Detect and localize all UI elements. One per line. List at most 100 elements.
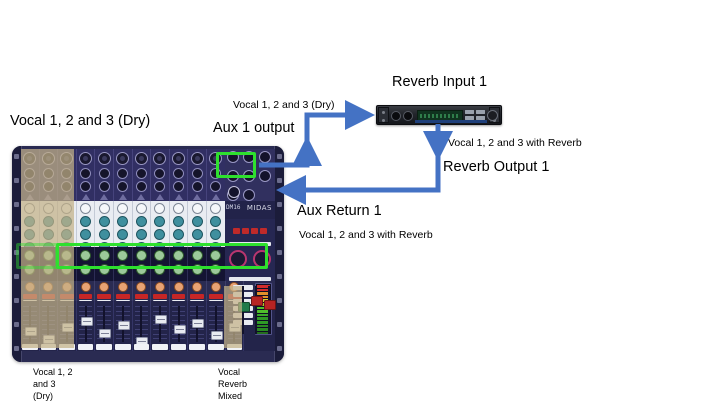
eq-low-knob[interactable] (154, 229, 166, 240)
eq-high-knob[interactable] (80, 203, 92, 214)
insert-jack[interactable] (154, 181, 166, 192)
line-input-jack[interactable] (80, 167, 92, 179)
insert-jack[interactable] (98, 181, 110, 192)
aux-send-2-knob[interactable] (135, 264, 147, 275)
mute-button[interactable] (208, 293, 223, 299)
eq-mid-knob[interactable] (135, 216, 147, 227)
aux-send-1-knob[interactable] (80, 250, 92, 261)
pan-knob[interactable] (173, 282, 184, 292)
xlr-input-jack[interactable] (134, 152, 148, 165)
eq-low-knob[interactable] (117, 229, 129, 240)
channel-fader-handle[interactable] (210, 331, 223, 340)
mixing-console[interactable]: DM16 MIDAS (12, 146, 284, 362)
xlr-input-jack[interactable] (153, 152, 167, 165)
eq-high-knob[interactable] (117, 203, 129, 214)
line-input-jack[interactable] (210, 167, 222, 179)
mute-button[interactable] (115, 293, 130, 299)
eq-high-knob[interactable] (98, 203, 110, 214)
eq-low-knob[interactable] (135, 229, 147, 240)
line-input-jack[interactable] (154, 167, 166, 179)
pan-knob[interactable] (210, 282, 221, 292)
eq-mid-knob[interactable] (173, 216, 185, 227)
master-phones-jack[interactable] (228, 186, 240, 198)
master-jack[interactable] (259, 151, 271, 163)
eq-high-knob[interactable] (135, 203, 147, 214)
insert-jack[interactable] (191, 181, 203, 192)
rack-reverb-processor[interactable] (376, 105, 502, 125)
aux-send-2-knob[interactable] (154, 264, 166, 275)
eq-low-knob[interactable] (191, 229, 203, 240)
insert-jack[interactable] (210, 181, 222, 192)
eq-high-knob[interactable] (191, 203, 203, 214)
mute-button[interactable] (97, 293, 111, 299)
insert-jack[interactable] (117, 181, 129, 192)
eq-low-knob[interactable] (98, 229, 110, 240)
aux-send-2-knob[interactable] (98, 264, 110, 275)
xlr-input-jack[interactable] (190, 152, 204, 165)
line-input-jack[interactable] (191, 167, 203, 179)
line-input-jack[interactable] (135, 167, 147, 179)
rack-encoder-knob[interactable] (487, 110, 498, 121)
aux-send-2-knob[interactable] (210, 264, 222, 275)
line-input-jack[interactable] (173, 167, 185, 179)
eq-mid-knob[interactable] (210, 216, 222, 227)
insert-jack[interactable] (80, 181, 92, 192)
xlr-input-jack[interactable] (172, 152, 186, 165)
master-jack[interactable] (243, 189, 255, 201)
eq-mid-knob[interactable] (80, 216, 92, 227)
eq-high-knob[interactable] (173, 203, 185, 214)
eq-mid-knob[interactable] (191, 216, 203, 227)
rack-button-4[interactable] (476, 116, 485, 120)
insert-jack[interactable] (173, 181, 185, 192)
aux-send-1-knob[interactable] (117, 250, 129, 261)
channel-fader-handle[interactable] (154, 315, 167, 324)
channel-fader-handle[interactable] (192, 319, 205, 328)
eq-low-knob[interactable] (80, 229, 92, 240)
xlr-input-jack[interactable] (97, 152, 111, 165)
aux-send-1-knob[interactable] (135, 250, 147, 261)
mute-button[interactable] (78, 293, 93, 299)
mute-button[interactable] (171, 293, 186, 299)
aux-send-1-knob[interactable] (210, 250, 222, 261)
aux-send-2-knob[interactable] (117, 264, 129, 275)
eq-low-knob[interactable] (210, 229, 222, 240)
rack-button-1[interactable] (465, 110, 474, 114)
rack-button-3[interactable] (465, 116, 474, 120)
rack-button-2[interactable] (476, 110, 485, 114)
aux-send-1-knob[interactable] (191, 250, 203, 261)
channel-fader-handle[interactable] (80, 317, 93, 326)
pan-knob[interactable] (136, 282, 147, 292)
pan-knob[interactable] (117, 282, 128, 292)
rack-input-jack-2[interactable] (403, 111, 413, 121)
eq-mid-knob[interactable] (154, 216, 166, 227)
aux-send-1-knob[interactable] (98, 250, 110, 261)
xlr-input-jack[interactable] (79, 152, 93, 165)
line-input-jack[interactable] (117, 167, 129, 179)
channel-fader-handle[interactable] (99, 329, 112, 338)
eq-high-knob[interactable] (210, 203, 222, 214)
aux-send-2-knob[interactable] (173, 264, 185, 275)
line-input-jack[interactable] (98, 167, 110, 179)
mute-button[interactable] (134, 293, 149, 299)
aux-send-1-knob[interactable] (173, 250, 185, 261)
channel-fader-handle[interactable] (117, 321, 130, 330)
aux-send-2-knob[interactable] (80, 264, 92, 275)
master-jack[interactable] (259, 170, 271, 182)
insert-jack[interactable] (135, 181, 147, 192)
pan-knob[interactable] (192, 282, 203, 292)
eq-mid-knob[interactable] (117, 216, 129, 227)
aux-send-1-knob[interactable] (154, 250, 166, 261)
pan-knob[interactable] (80, 282, 91, 292)
xlr-input-jack[interactable] (116, 152, 130, 165)
pan-knob[interactable] (154, 282, 165, 292)
aux-send-2-knob[interactable] (191, 264, 203, 275)
master-fader-mid[interactable] (250, 286, 263, 334)
eq-high-knob[interactable] (154, 203, 166, 214)
mute-button[interactable] (190, 293, 204, 299)
mute-button[interactable] (153, 293, 167, 299)
channel-fader-handle[interactable] (173, 325, 186, 334)
rack-input-jack-1[interactable] (391, 111, 401, 121)
pan-knob[interactable] (99, 282, 110, 292)
eq-mid-knob[interactable] (98, 216, 110, 227)
master-fader-right[interactable] (263, 286, 276, 334)
